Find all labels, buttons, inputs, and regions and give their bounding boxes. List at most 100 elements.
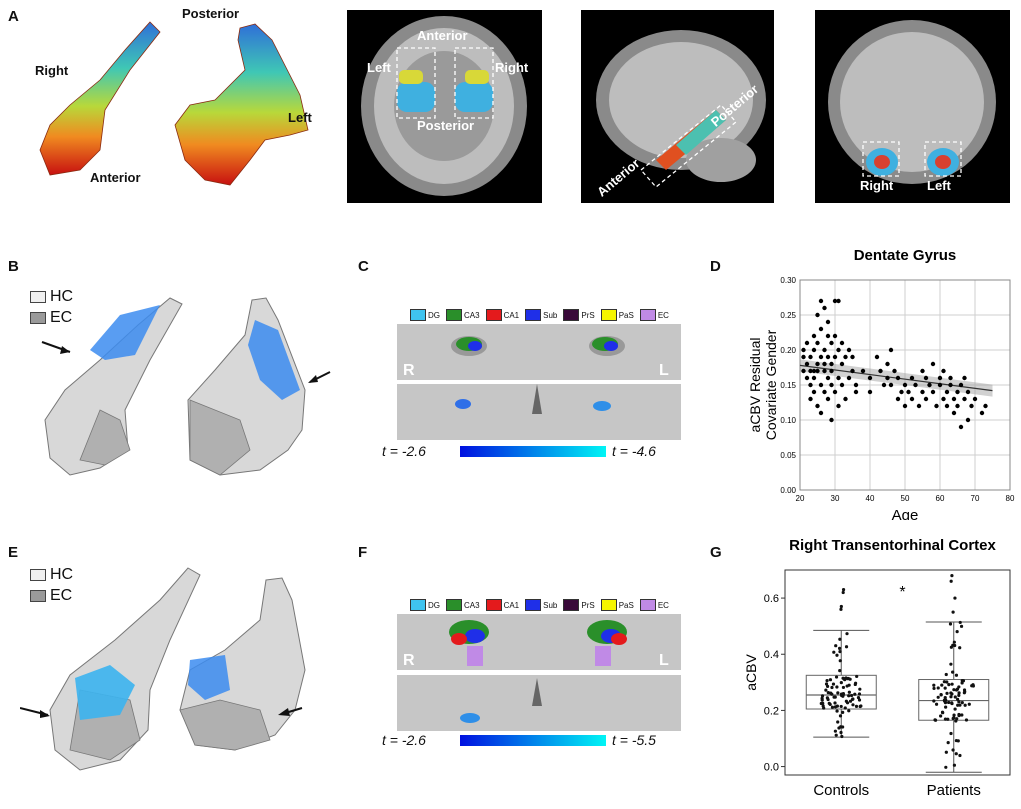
key-f-dg-label: DG <box>428 600 440 610</box>
chart-d-point <box>937 382 943 388</box>
chart-d-point <box>850 354 855 360</box>
chart-g-outlier <box>839 607 843 611</box>
chart-g-point <box>939 693 943 697</box>
key-c-prs-label: PrS <box>581 310 595 320</box>
chart-g-point <box>834 644 838 648</box>
legend-b: HC EC <box>30 288 73 327</box>
chart-d-point <box>801 368 806 374</box>
key-f-ca1-label: CA1 <box>503 600 520 610</box>
chart-d-point <box>804 375 810 381</box>
chart-d-point <box>843 354 848 360</box>
chart-d-point <box>801 347 806 353</box>
chart-g-point <box>838 714 843 718</box>
chart-g-point <box>943 686 947 690</box>
chart-g-point <box>844 645 849 649</box>
chart-g-point <box>855 674 859 679</box>
chart-g-point <box>851 697 855 701</box>
chart-d-point <box>811 347 817 353</box>
chart-d-point <box>888 347 894 353</box>
chart-d-point <box>832 389 838 395</box>
legend-b-hc-label: HC <box>50 288 74 305</box>
chart-g-point <box>949 731 953 736</box>
chart-g-point <box>834 733 838 737</box>
chart-d-point <box>902 382 908 388</box>
chart-g-point <box>942 680 946 684</box>
chart-g-point <box>964 718 969 722</box>
chart-d-point <box>965 417 971 423</box>
chart-g-point <box>963 703 967 707</box>
chart-d-point <box>832 333 838 339</box>
chart-g-point <box>952 763 957 767</box>
chart-g-point <box>943 717 948 721</box>
panel-label-c: C <box>358 258 369 275</box>
chart-d-point <box>804 340 810 346</box>
chart-d-point <box>822 361 827 367</box>
chart-g-point <box>957 693 961 697</box>
chart-g-point <box>836 691 840 695</box>
chart-g-point <box>824 688 828 692</box>
chart-d-point <box>948 382 953 388</box>
chart-g-point <box>828 678 833 682</box>
chart-g-point <box>934 702 939 706</box>
chart-g-point <box>953 695 957 699</box>
chart-g-point <box>847 709 851 713</box>
chart-d-point <box>888 382 894 388</box>
chart-g-outlier <box>953 596 957 600</box>
ec-surface-right <box>189 399 251 476</box>
chart-g-point <box>822 706 826 710</box>
chart-d-point <box>853 382 859 388</box>
chart-d-point <box>878 368 883 374</box>
chart-d-xtick-label: 70 <box>971 494 980 503</box>
chart-d-point <box>822 368 827 374</box>
chart-d-point <box>909 396 915 402</box>
chart-g-point <box>939 714 943 718</box>
chart-g-point <box>847 690 851 694</box>
chart-d-point <box>944 389 950 395</box>
subfield-key-c: DG CA3 CA1 Sub PrS PaS EC <box>410 309 669 321</box>
chart-g-point <box>951 670 955 674</box>
chart-d-point <box>874 354 880 360</box>
panel-label-b: B <box>8 258 19 275</box>
chart-d-point <box>822 347 827 353</box>
chart-d-ytick-label: 0.05 <box>780 451 796 460</box>
chart-d-xtick-label: 20 <box>796 494 805 503</box>
chart-d-point <box>955 403 960 409</box>
chart-d-point <box>815 312 820 318</box>
chart-g-point <box>932 683 936 687</box>
coronal-mri-image: Right Left <box>815 10 1010 203</box>
chart-d-point <box>885 361 890 367</box>
tbar-f <box>460 735 606 746</box>
chart-g-point <box>854 704 859 709</box>
chart-g-point <box>944 672 948 677</box>
chart-d-point <box>825 396 831 402</box>
chart-g-point <box>943 696 947 700</box>
key-c-sub: Sub <box>525 309 557 321</box>
chart-d-title: Dentate Gyrus <box>854 247 957 264</box>
chart-d-ytick-label: 0.25 <box>780 311 796 320</box>
chart-g-point <box>952 716 956 720</box>
chart-g-point <box>967 702 971 706</box>
activation-cluster-b-left <box>90 305 160 360</box>
chart-d-point <box>815 361 820 367</box>
chart-g-point <box>844 699 848 703</box>
key-f-prs-label: PrS <box>581 600 595 610</box>
side-l-c: L <box>659 362 669 379</box>
tbar-max-f: t = -5.5 <box>612 732 656 748</box>
chart-g-point <box>858 704 862 709</box>
chart-g-point <box>832 695 836 699</box>
chart-d-point <box>955 389 960 395</box>
chart-d-point <box>839 340 845 346</box>
chart-d-point <box>965 389 971 395</box>
panel-label-f: F <box>358 544 368 561</box>
chart-g-point <box>958 646 962 650</box>
chart-d-point <box>801 354 806 360</box>
chart-g-point <box>957 700 961 704</box>
chart-d-point <box>822 389 827 395</box>
key-c-ca1-label: CA1 <box>503 310 520 320</box>
hippocampus-3d-render: Right Posterior Left Anterior <box>10 6 340 200</box>
chart-d-point <box>850 368 855 374</box>
chart-d-point <box>829 417 834 423</box>
chart-g-point <box>845 632 849 636</box>
legend-b-hc-swatch <box>30 291 46 303</box>
key-c-ec: EC <box>639 309 669 321</box>
